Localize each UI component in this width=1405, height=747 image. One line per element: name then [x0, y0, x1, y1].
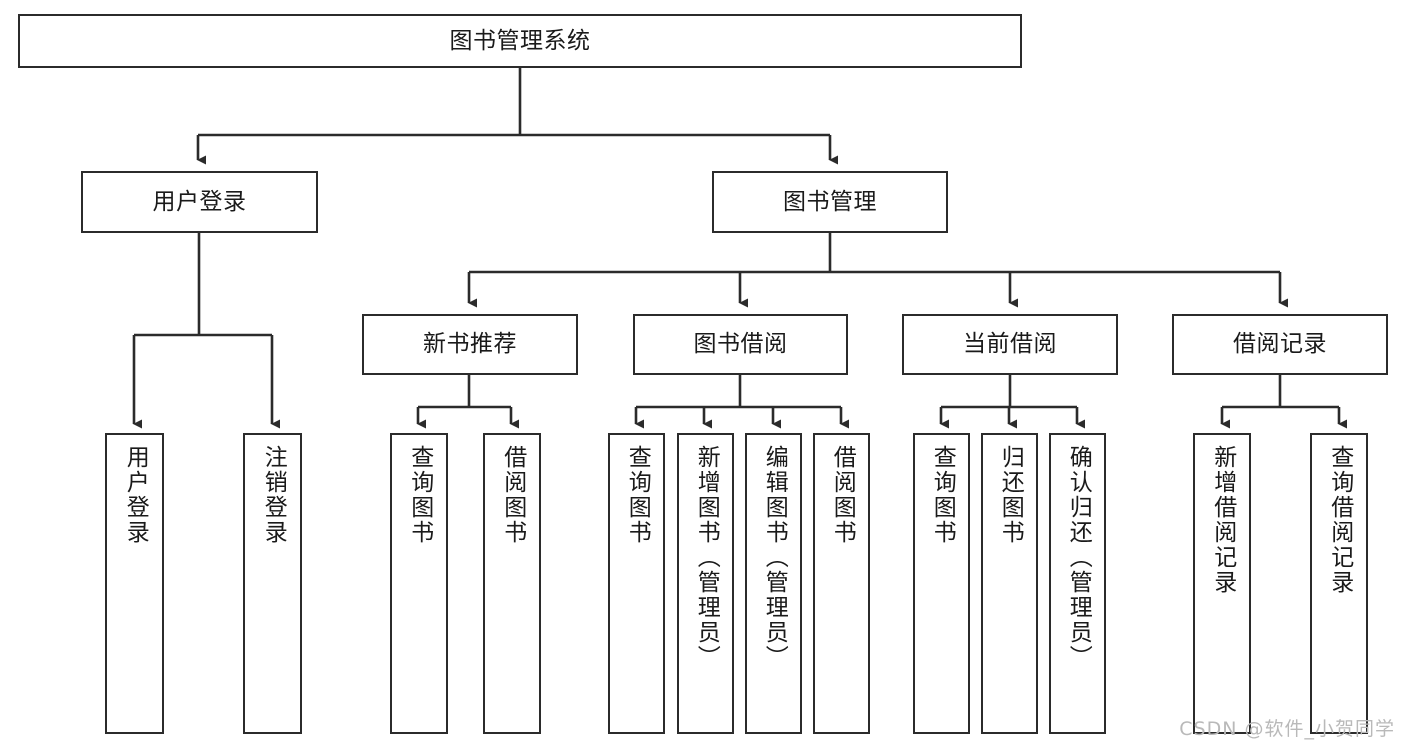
- node-book-borrow-label: 图书借阅: [693, 331, 788, 358]
- node-leaf-edit-book-label: 编辑图书（管理员）: [761, 445, 788, 670]
- node-new-book-recommend[interactable]: 新书推荐: [362, 314, 578, 375]
- node-leaf-query-book-2[interactable]: 查询图书: [608, 433, 665, 734]
- node-leaf-confirm-return[interactable]: 确认归还（管理员）: [1049, 433, 1106, 734]
- node-borrow-record-label: 借阅记录: [1233, 331, 1327, 358]
- node-leaf-query-record-label: 查询借阅记录: [1326, 445, 1353, 595]
- node-leaf-borrow-book-1-label: 借阅图书: [499, 445, 526, 545]
- node-root-label: 图书管理系统: [449, 27, 591, 54]
- node-leaf-query-book-3-label: 查询图书: [929, 445, 956, 545]
- node-current-borrow-label: 当前借阅: [963, 331, 1057, 358]
- node-leaf-query-book-1[interactable]: 查询图书: [390, 433, 448, 734]
- node-book-management-label: 图书管理: [783, 188, 877, 215]
- node-book-management[interactable]: 图书管理: [712, 171, 948, 233]
- node-current-borrow[interactable]: 当前借阅: [902, 314, 1118, 375]
- node-leaf-return-book[interactable]: 归还图书: [981, 433, 1038, 734]
- watermark: CSDN @软件_小贺同学: [1179, 718, 1395, 740]
- node-leaf-borrow-book-2[interactable]: 借阅图书: [813, 433, 870, 734]
- node-leaf-edit-book[interactable]: 编辑图书（管理员）: [745, 433, 802, 734]
- node-leaf-query-book-2-label: 查询图书: [624, 445, 651, 545]
- node-leaf-confirm-return-label: 确认归还（管理员）: [1065, 445, 1092, 670]
- node-new-book-recommend-label: 新书推荐: [423, 331, 517, 358]
- node-leaf-borrow-book-1[interactable]: 借阅图书: [483, 433, 541, 734]
- node-user-login-label: 用户登录: [152, 188, 247, 215]
- node-user-login[interactable]: 用户登录: [81, 171, 318, 233]
- node-leaf-user-logout[interactable]: 注销登录: [243, 433, 302, 734]
- node-leaf-add-book[interactable]: 新增图书（管理员）: [677, 433, 734, 734]
- node-leaf-return-book-label: 归还图书: [997, 445, 1024, 545]
- node-leaf-add-record-label: 新增借阅记录: [1209, 445, 1236, 595]
- node-leaf-user-logout-label: 注销登录: [260, 445, 287, 545]
- node-leaf-user-login-label: 用户登录: [122, 445, 149, 545]
- node-leaf-add-book-label: 新增图书（管理员）: [693, 445, 720, 670]
- node-leaf-query-record[interactable]: 查询借阅记录: [1310, 433, 1368, 734]
- node-book-borrow[interactable]: 图书借阅: [633, 314, 848, 375]
- node-leaf-query-book-1-label: 查询图书: [406, 445, 433, 545]
- node-leaf-query-book-3[interactable]: 查询图书: [913, 433, 970, 734]
- node-root[interactable]: 图书管理系统: [18, 14, 1022, 68]
- node-leaf-user-login[interactable]: 用户登录: [105, 433, 164, 734]
- node-leaf-add-record[interactable]: 新增借阅记录: [1193, 433, 1251, 734]
- node-leaf-borrow-book-2-label: 借阅图书: [829, 445, 856, 545]
- node-borrow-record[interactable]: 借阅记录: [1172, 314, 1388, 375]
